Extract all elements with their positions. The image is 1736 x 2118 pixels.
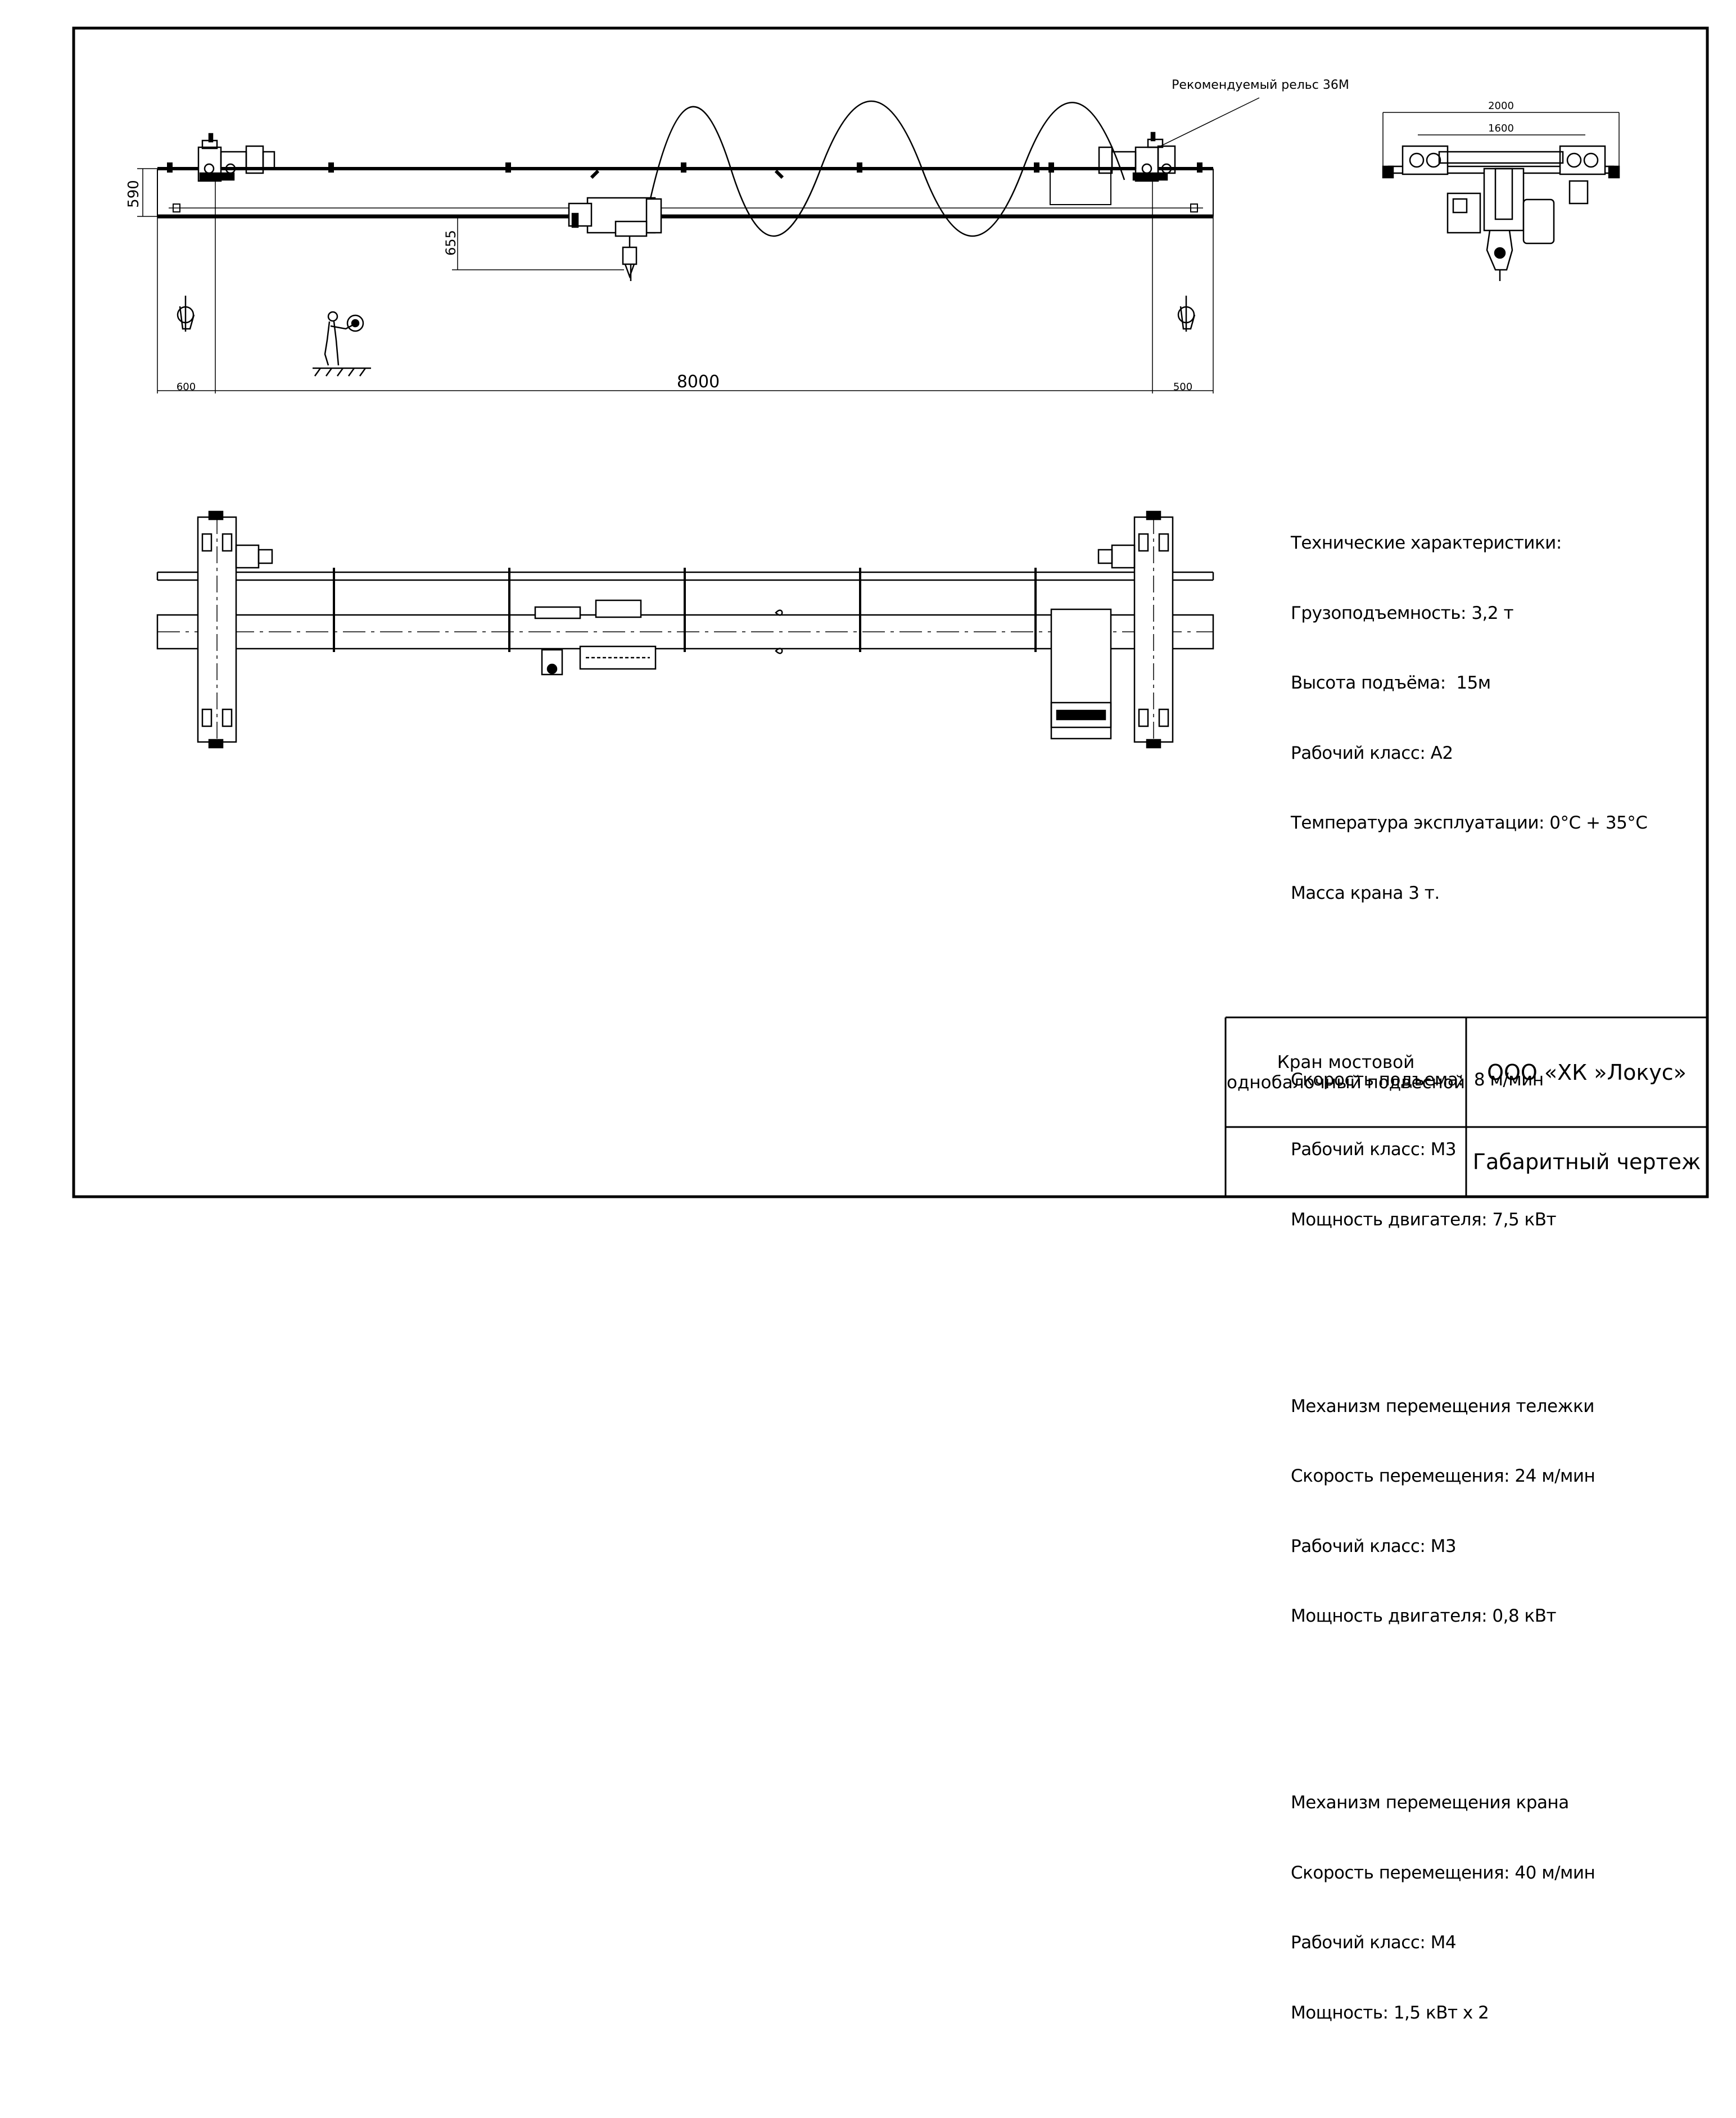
hoist-work-class: Рабочий класс: М3 bbox=[1291, 1139, 1457, 1160]
product-line-2: однобалочный подвесной bbox=[1226, 1072, 1466, 1093]
crane-work-class: Рабочий класс: М4 bbox=[1291, 1933, 1457, 1953]
rail-note: Рекомендуемый рельс 36М bbox=[1172, 78, 1349, 92]
company-name: ООО «ХК »Локус» bbox=[1466, 1017, 1707, 1127]
spec-lift-height: Высота подъёма: 15м bbox=[1291, 673, 1491, 693]
left-rail-hook bbox=[177, 296, 195, 332]
hoist-trolley bbox=[568, 197, 662, 281]
specs-hoist: Скорость подъема: 8 м/мин Рабочий класс:… bbox=[1291, 1022, 1647, 1279]
left-end-carriage bbox=[197, 133, 275, 182]
technical-specs: Технические характеристики: Грузоподъемн… bbox=[1291, 438, 1648, 2118]
spec-work-class: Рабочий класс: А2 bbox=[1291, 743, 1453, 763]
dim-span: 8000 bbox=[677, 372, 720, 392]
trolley-speed: Скорость перемещения: 24 м/мин bbox=[1291, 1466, 1595, 1486]
operator-figure bbox=[313, 311, 371, 377]
specs-crane: Механизм перемещения крана Скорость пере… bbox=[1291, 1745, 1647, 2071]
specs-trolley: Механизм перемещения тележки Скорость пе… bbox=[1291, 1348, 1647, 1675]
crane-speed: Скорость перемещения: 40 м/мин bbox=[1291, 1862, 1595, 1883]
plan-view bbox=[156, 510, 1214, 749]
sheet-frame bbox=[72, 26, 1709, 1198]
dim-left-overhang: 600 bbox=[177, 381, 196, 393]
spec-temperature: Температура эксплуатации: 0°С + 35°С bbox=[1291, 813, 1648, 833]
specs-general: Технические характеристики: Грузоподъемн… bbox=[1291, 485, 1648, 952]
right-end-carriage bbox=[1098, 132, 1176, 182]
doc-type-label: Габаритный чертеж bbox=[1472, 1149, 1701, 1174]
right-rail-hook bbox=[1177, 296, 1196, 332]
product-name: Кран мостовой однобалочный подвесной bbox=[1226, 1017, 1466, 1127]
crane-drawing: 590 655 8000 600 500 Рекомендуемый рельс… bbox=[72, 26, 1709, 1198]
dim-590: 590 bbox=[125, 180, 142, 208]
company-label: ООО «ХК »Локус» bbox=[1487, 1060, 1687, 1085]
front-view bbox=[157, 101, 1214, 377]
front-dimensions bbox=[137, 97, 1260, 393]
trolley-work-class: Рабочий класс: М3 bbox=[1291, 1536, 1457, 1556]
product-line-1: Кран мостовой bbox=[1277, 1052, 1415, 1072]
spec-capacity: Грузоподъемность: 3,2 т bbox=[1291, 603, 1514, 623]
side-view bbox=[1382, 112, 1620, 281]
trolley-title: Механизм перемещения тележки bbox=[1291, 1396, 1594, 1416]
title-block bbox=[1224, 1016, 1707, 1197]
crane-power: Мощность: 1,5 кВт х 2 bbox=[1291, 2002, 1489, 2023]
dim-side-width: 2000 bbox=[1488, 100, 1514, 112]
hoist-power: Мощность двигателя: 7,5 кВт bbox=[1291, 1209, 1557, 1230]
hoist-speed: Скорость подъема: 8 м/мин bbox=[1291, 1069, 1544, 1090]
crane-title: Механизм перемещения крана bbox=[1291, 1793, 1569, 1813]
document-type: Габаритный чертеж bbox=[1466, 1127, 1707, 1197]
dim-side-gauge: 1600 bbox=[1488, 123, 1514, 134]
dim-right-overhang: 500 bbox=[1173, 381, 1192, 393]
dim-655: 655 bbox=[443, 230, 459, 256]
spec-mass: Масса крана 3 т. bbox=[1291, 883, 1440, 903]
trolley-power: Мощность двигателя: 0,8 кВт bbox=[1291, 1606, 1557, 1626]
specs-title: Технические характеристики: bbox=[1291, 533, 1562, 553]
